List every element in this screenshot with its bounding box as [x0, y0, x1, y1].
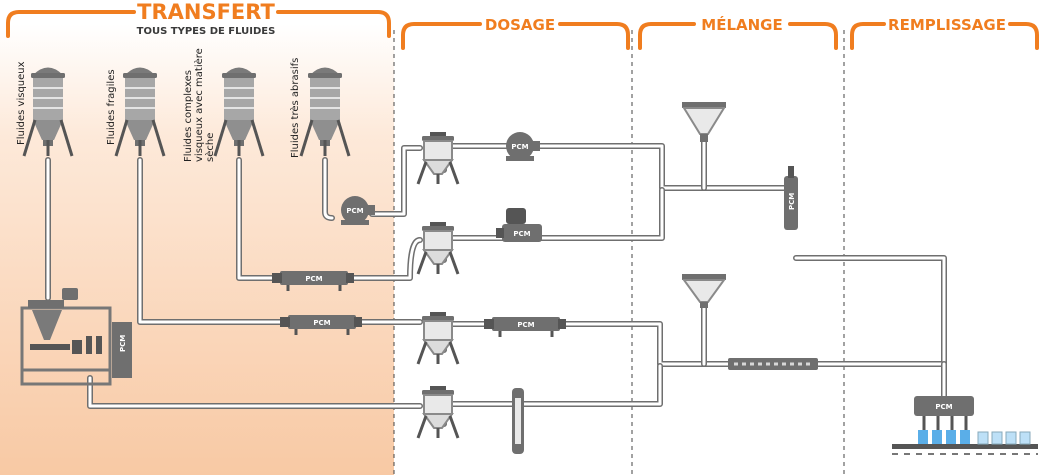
containers [918, 430, 1031, 445]
conveyor [892, 444, 1038, 455]
title-dosage: DOSAGE [485, 16, 555, 34]
subtitle-tous-types: TOUS TYPES DE FLUIDES [137, 26, 276, 37]
dosing-pump-2: PCM [496, 208, 542, 242]
vertical-mixer: PCM [784, 166, 798, 230]
label-fluides-abrasifs: Fluides très abrasifs [289, 58, 301, 158]
label-fluides-visqueux: Fluides visqueux [16, 61, 27, 145]
dosing-tank-4 [416, 384, 460, 440]
dosing-tank-2 [416, 220, 460, 276]
title-transfert: TRANSFERT [137, 0, 275, 24]
svg-text:PCM: PCM [119, 335, 127, 352]
title-remplissage: REMPLISSAGE [888, 16, 1006, 34]
hopper-bottom [682, 274, 726, 308]
svg-text:PCM: PCM [935, 403, 952, 411]
dosing-tank-1 [416, 130, 460, 186]
label-fluides-fragiles: Fluides fragiles [106, 69, 117, 145]
static-mixer [728, 358, 818, 370]
label-fluides-complexes: Fluides complexesvisqueux avec matièresè… [183, 48, 216, 162]
hopper-top [682, 102, 726, 142]
header-brackets [6, 10, 1039, 50]
title-melange: MÉLANGE [701, 15, 782, 34]
dosing-pump-1 [506, 132, 540, 161]
skid-unit: PCM [20, 288, 132, 386]
dosing-pump-3 [482, 315, 568, 339]
svg-text:PCM: PCM [788, 193, 796, 210]
inline-mixer-dosage [512, 388, 524, 454]
filling-machine: PCM [914, 396, 974, 432]
svg-text:PCM: PCM [513, 230, 530, 238]
dosing-tank-3 [416, 310, 460, 366]
